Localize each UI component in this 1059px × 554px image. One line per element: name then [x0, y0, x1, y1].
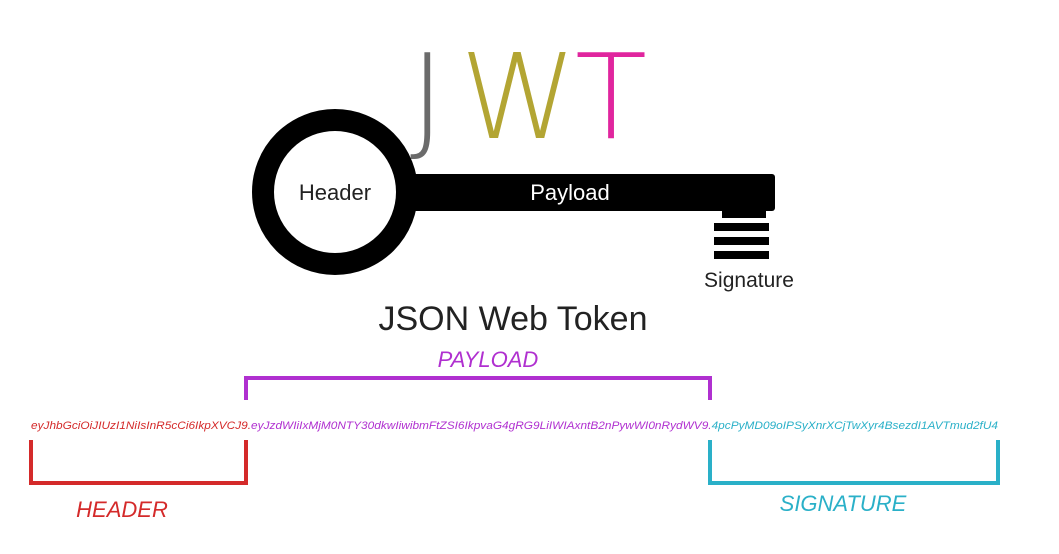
key-shaft	[398, 174, 775, 211]
payload-bracket	[244, 376, 712, 400]
diagram-title: JSON Web Token	[379, 300, 648, 338]
header-bracket-label: HEADER	[76, 497, 168, 522]
key-header-label: Header	[299, 180, 371, 205]
header-bracket	[29, 440, 248, 485]
token-signature-part: 4pcPyMD09oIPSyXnrXCjTwXyr4BsezdI1AVTmud2…	[712, 420, 998, 432]
key-tooth-2	[714, 237, 769, 245]
token-string: eyJhbGciOiJIUzI1NiIsInR5cCi6IkpXVCJ9.eyJ…	[31, 420, 998, 432]
jwt-logo: J W T	[410, 28, 647, 166]
key-tooth-top	[722, 208, 766, 218]
key-graphic	[252, 109, 775, 275]
logo-letter-j: J	[410, 28, 445, 166]
token-payload-part: eyJzdWIiIxMjM0NTY30dkwIiwibmFtZSI6IkpvaG…	[251, 420, 712, 432]
key-tooth-3	[714, 251, 769, 259]
key-tooth-1	[714, 223, 769, 231]
key-payload-label: Payload	[530, 180, 610, 205]
token-header-part: eyJhbGciOiJIUzI1NiIsInR5cCi6IkpXVCJ9.	[31, 420, 251, 432]
logo-letter-t: T	[575, 28, 647, 166]
logo-letter-w: W	[460, 28, 577, 166]
signature-bracket-label: SIGNATURE	[780, 491, 907, 516]
key-signature-label: Signature	[704, 269, 794, 292]
signature-bracket	[708, 440, 1000, 485]
payload-bracket-label: PAYLOAD	[438, 347, 539, 372]
